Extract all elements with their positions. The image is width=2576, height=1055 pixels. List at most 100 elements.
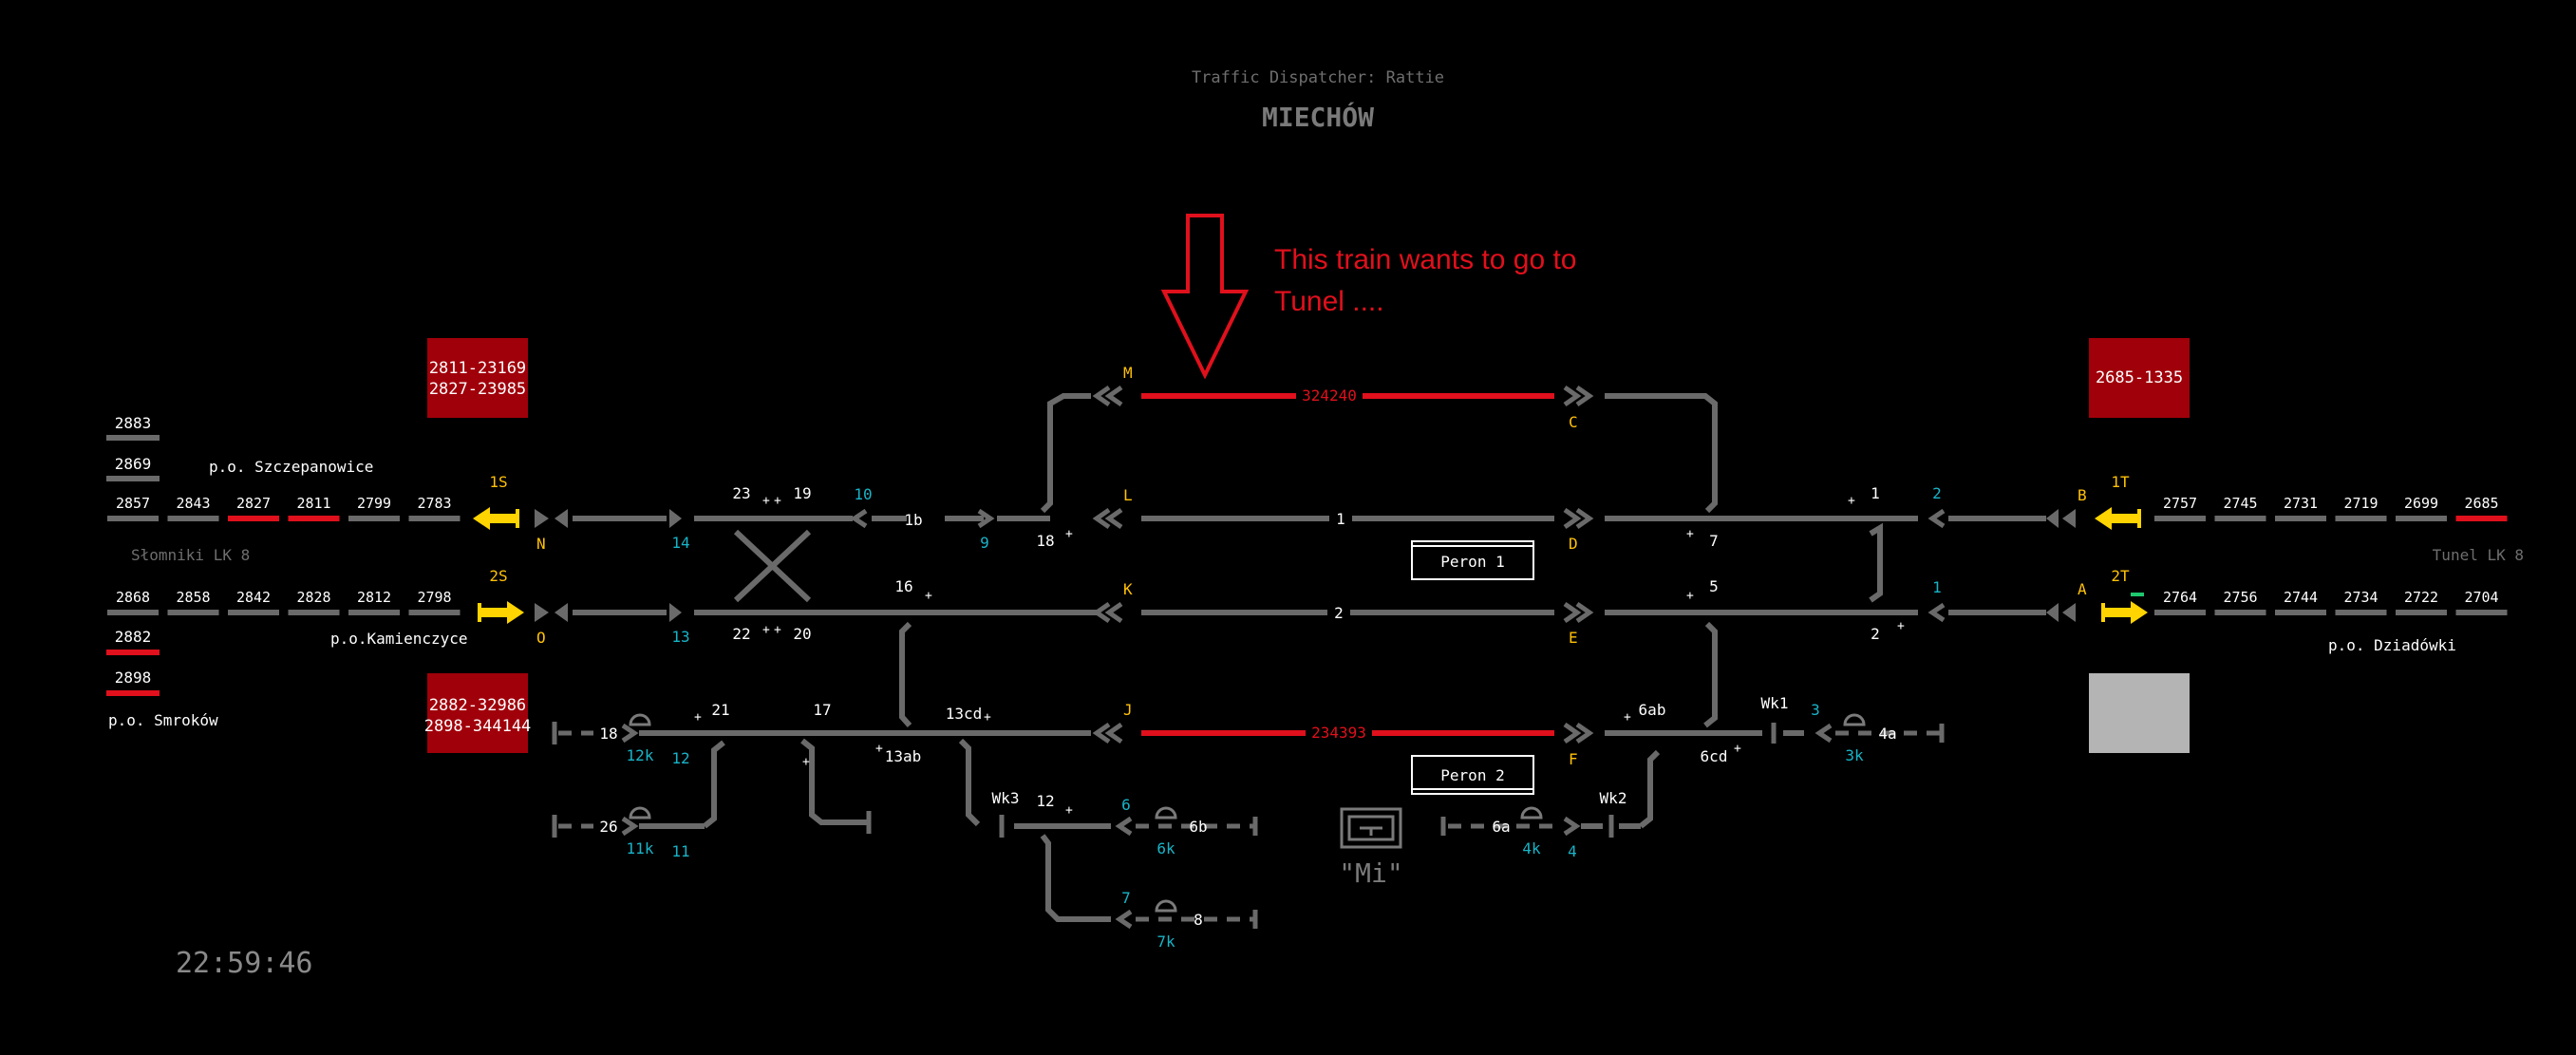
track-label: 5 bbox=[1709, 577, 1719, 595]
mi-label: "Mi" bbox=[1339, 857, 1402, 889]
track-label: 12 bbox=[1036, 792, 1054, 810]
signal-2T[interactable]: 2T bbox=[2101, 567, 2148, 624]
switch-label: 11k bbox=[627, 839, 654, 857]
switch-label: 9 bbox=[980, 534, 989, 552]
signal-label: 1T bbox=[2111, 473, 2130, 491]
block-label: 2857 bbox=[116, 495, 150, 512]
block-label: 2842 bbox=[236, 589, 271, 606]
track-label: 16 bbox=[894, 577, 912, 595]
signal-label: 2T bbox=[2111, 567, 2130, 585]
block-label: 2828 bbox=[296, 589, 330, 606]
west-lower-stack: 2882 2898 bbox=[106, 628, 160, 696]
switch-label: 3k bbox=[1845, 746, 1864, 764]
train-number: 2827-23985 bbox=[429, 380, 526, 399]
signal-O[interactable]: O bbox=[536, 629, 546, 647]
block-label: 2843 bbox=[176, 495, 210, 512]
west-upper-stack: 2883 2869 bbox=[106, 414, 160, 481]
direction-east-label: Tunel LK 8 bbox=[2433, 546, 2524, 564]
svg-text:+: + bbox=[1897, 619, 1905, 633]
track-label: Wk2 bbox=[1600, 789, 1627, 807]
annotation-line1: This train wants to go to bbox=[1274, 244, 1577, 275]
svg-text:+: + bbox=[762, 623, 770, 637]
track-west-head-2[interactable] bbox=[535, 603, 682, 622]
track-J-train-number: 234393 bbox=[1311, 724, 1366, 742]
svg-text:+: + bbox=[1686, 527, 1694, 541]
signal-D-chevron[interactable] bbox=[1563, 507, 1594, 530]
signal-N[interactable]: N bbox=[536, 535, 546, 553]
train-box-east-top[interactable]: 2685-1335 bbox=[2089, 338, 2190, 418]
svg-text:+: + bbox=[1065, 803, 1073, 818]
signal-label: K bbox=[1123, 580, 1133, 598]
block-label: 2811 bbox=[296, 495, 330, 512]
svg-text:+: + bbox=[802, 755, 810, 769]
block-label: 2783 bbox=[417, 495, 451, 512]
train-box-west-top[interactable]: 2811-23169 2827-23985 bbox=[427, 338, 528, 418]
signal-1S[interactable]: 1S bbox=[473, 473, 519, 530]
crossover-switch[interactable] bbox=[733, 529, 812, 603]
svg-text:+: + bbox=[1848, 494, 1855, 508]
block-label: 2764 bbox=[2163, 589, 2197, 606]
switch-markers: ++ ++ + + + + + + + + + + + + + bbox=[694, 494, 1905, 818]
switch-label: 10 bbox=[854, 485, 872, 503]
switch-label: 13 bbox=[671, 628, 689, 646]
track-label: 6cd bbox=[1701, 747, 1728, 765]
track-label: 19 bbox=[793, 484, 811, 502]
block-label: 2699 bbox=[2404, 495, 2438, 512]
track-label: 7 bbox=[1709, 532, 1719, 550]
svg-text:+: + bbox=[774, 623, 781, 637]
track-label: 6ab bbox=[1639, 701, 1666, 719]
svg-text:+: + bbox=[984, 710, 991, 725]
signal-M-chevron[interactable] bbox=[1092, 385, 1123, 407]
signal-L-chevron[interactable] bbox=[1092, 507, 1123, 530]
platform-label: Peron 1 bbox=[1440, 553, 1504, 571]
signal-label: B bbox=[2078, 486, 2087, 504]
switch-label: 12k bbox=[627, 746, 654, 764]
empty-train-box[interactable] bbox=[2089, 673, 2190, 753]
signal-C-chevron[interactable] bbox=[1563, 385, 1594, 407]
signal-F-chevron[interactable] bbox=[1563, 722, 1594, 744]
block-label: 2898 bbox=[115, 669, 152, 687]
svg-text:+: + bbox=[774, 494, 781, 508]
block-label: 2757 bbox=[2163, 495, 2197, 512]
signal-label: 2S bbox=[489, 567, 507, 585]
signal-label: M bbox=[1123, 364, 1133, 382]
signal-2S[interactable]: 2S bbox=[478, 567, 524, 624]
signal-K-chevron[interactable] bbox=[1092, 601, 1123, 624]
track-label: 6b bbox=[1189, 818, 1207, 836]
signal-label: J bbox=[1123, 701, 1133, 719]
switch-label: 2 bbox=[1932, 484, 1942, 502]
block-label: 2731 bbox=[2284, 495, 2318, 512]
track-label: 13cd bbox=[946, 705, 983, 723]
switch-label: 4k bbox=[1522, 839, 1541, 857]
svg-text:+: + bbox=[875, 742, 883, 756]
signal-label: C bbox=[1569, 413, 1578, 431]
train-box-west-bottom[interactable]: 2882-32986 2898-344144 bbox=[424, 673, 532, 753]
signal-E-chevron[interactable] bbox=[1563, 601, 1594, 624]
train-number: 2882-32986 bbox=[429, 696, 526, 715]
switch-label: 14 bbox=[671, 534, 689, 552]
station-title: MIECHÓW bbox=[1262, 101, 1374, 133]
block-label: 2869 bbox=[115, 455, 152, 473]
platform-label: Peron 2 bbox=[1440, 766, 1504, 784]
track-label: 26 bbox=[599, 818, 617, 836]
track-label: 4a bbox=[1878, 725, 1896, 743]
svg-text:+: + bbox=[1065, 527, 1073, 541]
derailer-icons bbox=[629, 713, 1866, 913]
switch-label: 7k bbox=[1156, 933, 1175, 951]
switch-label: 3 bbox=[1811, 701, 1820, 719]
track-segment[interactable] bbox=[1605, 393, 1718, 514]
track-label: 1b bbox=[904, 511, 922, 529]
track-west-head-1[interactable] bbox=[535, 509, 682, 528]
place-label: p.o.Kamienczyce bbox=[330, 630, 468, 648]
track-label: 18 bbox=[599, 725, 617, 743]
block-label: 2812 bbox=[357, 589, 391, 606]
signal-J-chevron[interactable] bbox=[1092, 722, 1123, 744]
track-label: 8 bbox=[1194, 911, 1203, 929]
signal-1T[interactable]: 1T bbox=[2095, 473, 2141, 530]
clock: 22:59:46 bbox=[176, 947, 313, 980]
svg-text:+: + bbox=[762, 494, 770, 508]
place-label: p.o. Szczepanowice bbox=[209, 458, 373, 476]
